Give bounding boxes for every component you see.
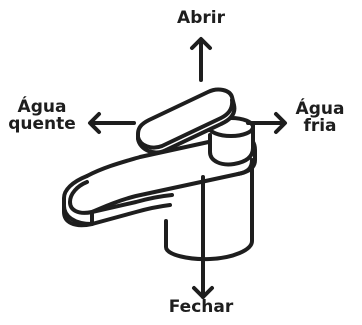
arrow-right-icon xyxy=(246,112,287,134)
arrow-left-icon xyxy=(88,112,136,134)
label-hot-water: Água quente xyxy=(0,99,84,133)
label-hot-water-line1: Água xyxy=(17,97,67,117)
label-open: Abrir xyxy=(177,8,225,28)
arrow-up-icon xyxy=(190,37,212,82)
label-hot-water-line2: quente xyxy=(8,114,76,134)
label-close: Fechar xyxy=(168,297,234,317)
faucet-icon xyxy=(62,87,257,262)
label-cold-water: Água fria xyxy=(280,101,360,135)
label-cold-water-line2: fria xyxy=(303,116,337,136)
label-cold-water-line1: Água xyxy=(295,99,345,119)
arrow-down-icon xyxy=(192,175,214,299)
